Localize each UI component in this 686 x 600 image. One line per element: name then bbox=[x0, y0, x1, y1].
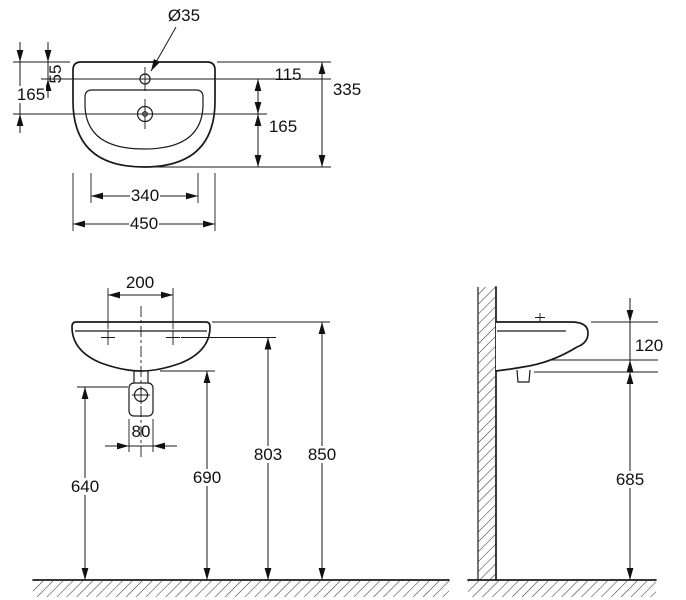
dim-850-label: 850 bbox=[308, 445, 336, 464]
top-view: Ø35 55 165 115 165 335 340 450 bbox=[13, 6, 361, 233]
fixing-hole-crosses bbox=[101, 330, 180, 345]
dim-690-label: 690 bbox=[193, 468, 221, 487]
dim-685-label-bg bbox=[615, 471, 645, 488]
dim-640-label: 640 bbox=[71, 477, 99, 496]
dim-803-label: 803 bbox=[254, 445, 282, 464]
basin-inner-outline bbox=[84, 89, 204, 150]
dim-tap-hole-diameter-label: Ø35 bbox=[168, 6, 200, 25]
dim-690-label-bg bbox=[192, 469, 222, 486]
drain-neck bbox=[133, 371, 149, 383]
dim-685-label: 685 bbox=[616, 470, 644, 489]
front-view: 200 80 640 690 803 850 bbox=[70, 273, 337, 580]
dim-450-label: 450 bbox=[130, 214, 158, 233]
side-view: 120 685 bbox=[477, 286, 663, 581]
side-view-extension-lines bbox=[534, 321, 658, 373]
dim-165-right-label: 165 bbox=[269, 117, 297, 136]
side-drain-stub bbox=[516, 369, 531, 383]
front-view-extension-lines bbox=[77, 288, 330, 452]
trap-body bbox=[128, 382, 154, 417]
dim-850-label-bg bbox=[307, 446, 337, 463]
dim-165-left-label-bg bbox=[16, 86, 46, 103]
basin-side-profile bbox=[495, 321, 589, 372]
dim-55-label: 55 bbox=[46, 65, 65, 84]
leader-line-tap-hole bbox=[150, 26, 177, 72]
basin-outer-outline bbox=[72, 61, 216, 168]
dim-335-label: 335 bbox=[333, 80, 361, 99]
dim-803-label-bg bbox=[253, 446, 283, 463]
dim-340-label-bg bbox=[130, 187, 160, 204]
floor-hatch-right bbox=[468, 580, 656, 597]
basin-front-outline bbox=[71, 321, 211, 372]
trap-inlet-crosshair bbox=[132, 386, 150, 404]
dim-640-label-bg bbox=[70, 478, 100, 495]
dim-80-label: 80 bbox=[132, 422, 151, 441]
wall-hatch bbox=[478, 287, 496, 580]
dim-200-label: 200 bbox=[126, 273, 154, 292]
dim-115-label: 115 bbox=[274, 65, 301, 84]
dim-340-label: 340 bbox=[131, 186, 159, 205]
floor bbox=[32, 579, 657, 597]
side-tap-hole-tick bbox=[535, 313, 545, 322]
dim-120-label: 120 bbox=[635, 336, 663, 355]
top-view-extension-lines bbox=[13, 61, 331, 231]
dim-165-left-label: 165 bbox=[17, 85, 45, 104]
drain-crosshair bbox=[130, 99, 160, 129]
tap-hole-crosshair bbox=[133, 67, 157, 91]
floor-hatch-left bbox=[33, 580, 449, 597]
dim-450-label-bg bbox=[129, 215, 159, 232]
